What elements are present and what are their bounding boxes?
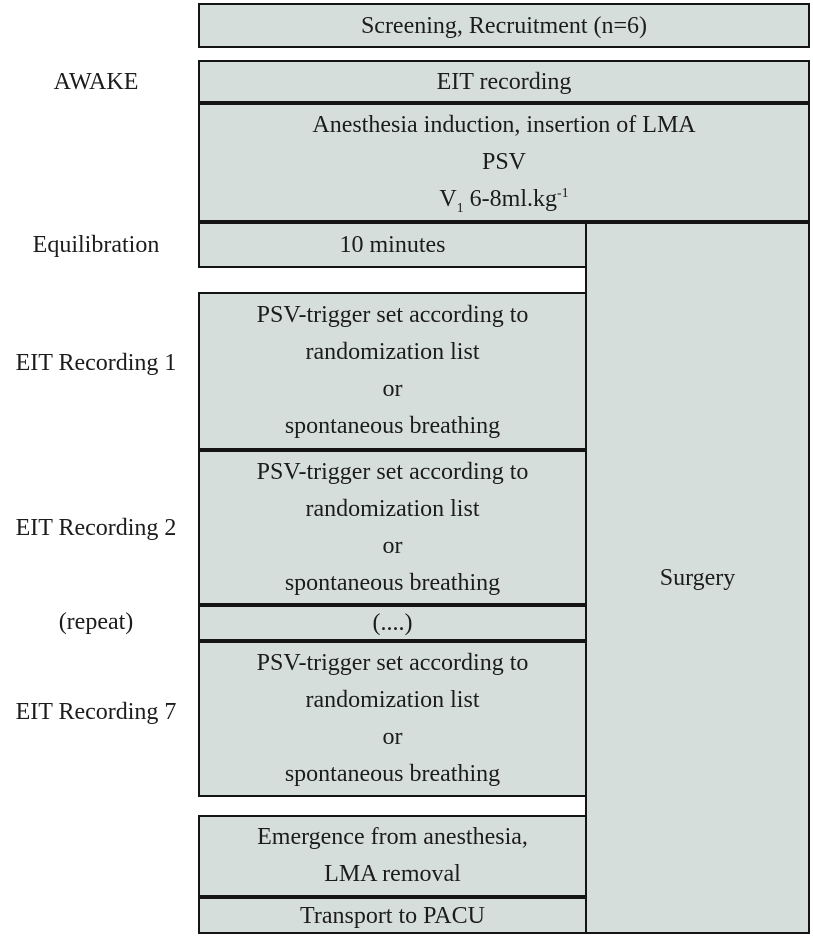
tidal-volume-subscript: 1 xyxy=(456,200,464,216)
psv-trigger-line: PSV-trigger set according to xyxy=(256,302,529,328)
or-line: or xyxy=(382,724,403,750)
or-line: or xyxy=(382,376,403,402)
eit-recording-1-box: PSV-trigger set according to randomizati… xyxy=(198,292,587,450)
eit-recording-7-box: PSV-trigger set according to randomizati… xyxy=(198,641,587,797)
randomization-list-line: randomization list xyxy=(305,687,480,713)
phase-label-eit-recording-1: EIT Recording 1 xyxy=(15,350,177,376)
surgery-text: Surgery xyxy=(659,565,736,591)
randomization-list-line: randomization list xyxy=(305,495,480,522)
emergence-box: Emergence from anesthesia, LMA removal xyxy=(198,815,587,897)
psv-trigger-line: PSV-trigger set according to xyxy=(256,458,529,485)
spontaneous-breathing-line: spontaneous breathing xyxy=(284,413,501,439)
surgery-box: Surgery xyxy=(585,222,810,934)
emergence-line: Emergence from anesthesia, xyxy=(257,824,528,850)
tidal-volume-value: 6-8ml.kg xyxy=(463,186,557,212)
transport-pacu-text: Transport to PACU xyxy=(300,902,485,929)
spontaneous-breathing-line: spontaneous breathing xyxy=(284,569,501,596)
anesthesia-induction-box: Anesthesia induction, insertion of LMA P… xyxy=(198,103,810,222)
equilibration-duration-text: 10 minutes xyxy=(339,232,446,258)
screening-recruitment-box: Screening, Recruitment (n=6) xyxy=(198,3,810,48)
eit-recording-awake-box: EIT recording xyxy=(198,60,810,103)
psv-trigger-line: PSV-trigger set according to xyxy=(256,650,529,676)
repeat-placeholder-box: (....) xyxy=(198,605,587,641)
screening-recruitment-text: Screening, Recruitment (n=6) xyxy=(360,12,648,39)
phase-label-eit-recording-2: EIT Recording 2 xyxy=(15,515,177,541)
lma-removal-line: LMA removal xyxy=(324,861,461,887)
tidal-volume-exponent: -1 xyxy=(557,186,569,201)
transport-pacu-box: Transport to PACU xyxy=(198,897,587,934)
tidal-volume-symbol: V xyxy=(439,186,457,212)
eit-recording-2-box: PSV-trigger set according to randomizati… xyxy=(198,450,587,605)
tidal-volume-line: V1 6-8ml.kg-1 xyxy=(439,181,568,218)
equilibration-duration-box: 10 minutes xyxy=(198,222,587,268)
eit-recording-awake-text: EIT recording xyxy=(436,68,572,95)
randomization-list-line: randomization list xyxy=(305,339,480,365)
or-line: or xyxy=(382,532,403,559)
repeat-placeholder-text: (....) xyxy=(372,610,413,636)
phase-label-eit-recording-7: EIT Recording 7 xyxy=(15,699,177,725)
anesthesia-induction-line: Anesthesia induction, insertion of LMA xyxy=(312,112,696,138)
phase-label-repeat: (repeat) xyxy=(58,609,134,635)
psv-line: PSV xyxy=(481,149,527,175)
phase-label-equilibration: Equilibration xyxy=(32,232,160,258)
phase-label-awake: AWAKE xyxy=(53,69,139,95)
spontaneous-breathing-line: spontaneous breathing xyxy=(284,761,501,787)
